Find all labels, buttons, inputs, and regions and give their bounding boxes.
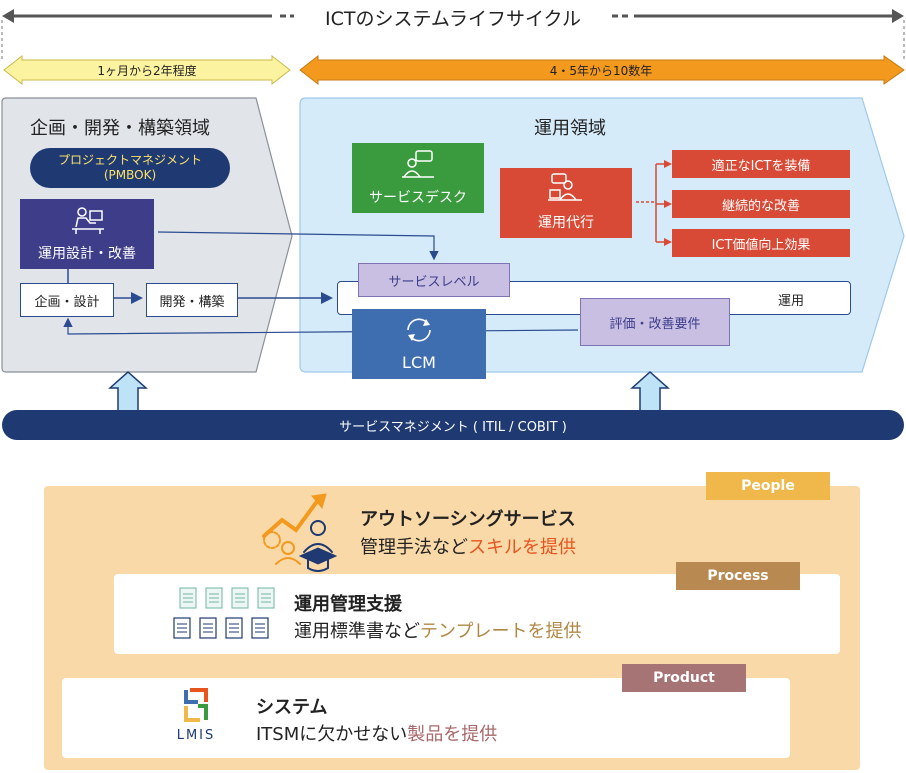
title-line-right — [612, 9, 904, 23]
process-desc-accent: テンプレートを提供 — [420, 621, 582, 642]
process-desc-plain: 運用標準書など — [294, 621, 420, 642]
lmis-logo-text: LMIS — [176, 728, 216, 743]
evaluation-box: 評価・改善要件 — [580, 298, 730, 346]
service-mgmt-label: サービスマネジメント ( ITIL / COBIT ) — [339, 419, 567, 435]
lcm-box: LCM — [352, 309, 486, 379]
up-arrow-right — [630, 370, 670, 413]
product-desc-plain: ITSMに欠かせない — [256, 724, 408, 745]
benefit-2: 継続的な改善 — [672, 190, 850, 218]
process-panel — [114, 574, 840, 654]
operations-title: 運用領域 — [534, 118, 606, 139]
process-tag: Process — [676, 562, 800, 590]
ops-design-box: 運用設計・改善 — [20, 199, 154, 269]
operation-label: 運用 — [778, 294, 805, 309]
page-title: ICTのシステムライフサイクル — [300, 4, 606, 30]
lmis-logo-mark — [184, 688, 208, 722]
template-documents-icon — [173, 587, 275, 639]
pm-line1: プロジェクトマネジメント — [57, 153, 202, 167]
people-desc: 管理手法などスキルを提供 — [360, 533, 576, 559]
people-desc-plain: 管理手法など — [360, 537, 468, 558]
long-term-label: 4・5年から10数年 — [549, 63, 653, 78]
ops-agency-label: 運用代行 — [538, 215, 594, 231]
process-desc: 運用標準書などテンプレートを提供 — [294, 617, 581, 643]
product-desc-accent: 製品を提供 — [407, 724, 498, 745]
plan-design-box: 企画・設計 — [20, 283, 114, 317]
product-tag: Product — [622, 664, 746, 692]
people-desc-accent: スキルを提供 — [468, 537, 576, 558]
cycle-icon — [407, 318, 431, 342]
project-management-badge: プロジェクトマネジメント (PMBOK) — [30, 148, 230, 188]
process-title: 運用管理支援 — [294, 594, 402, 615]
service-level-box: サービスレベル — [358, 263, 510, 297]
pm-line2: (PMBOK) — [103, 168, 157, 182]
benefit-arrowheads — [664, 160, 672, 246]
benefit-3: ICT価値向上効果 — [672, 229, 850, 257]
service-desk-box: サービスデスク — [352, 143, 484, 213]
headset-icon — [402, 150, 434, 178]
short-term-label: 1ヶ月から2年程度 — [97, 63, 197, 78]
benefit-1: 適正なICTを装備 — [672, 150, 850, 178]
title-line-left — [2, 9, 294, 23]
people-tag: People — [706, 472, 830, 500]
people-title: アウトソーシングサービス — [360, 509, 576, 530]
operator-icon — [548, 173, 582, 201]
people-skill-icon — [262, 493, 338, 572]
long-term-arrow — [299, 54, 905, 86]
product-desc: ITSMに欠かせない製品を提供 — [256, 720, 497, 746]
product-panel — [62, 678, 790, 758]
ops-design-label: 運用設計・改善 — [38, 246, 136, 262]
develop-box: 開発・構築 — [146, 283, 238, 317]
arrow-design-to-service-level — [157, 231, 439, 261]
lcm-label: LCM — [402, 353, 436, 372]
designer-icon — [72, 207, 104, 234]
service-mgmt-bar — [2, 410, 904, 440]
ops-agency-box: 運用代行 — [500, 168, 632, 238]
product-title: システム — [256, 697, 328, 718]
short-term-arrow — [3, 54, 291, 86]
planning-title: 企画・開発・構築領域 — [30, 118, 210, 139]
up-arrow-left — [108, 370, 148, 413]
service-desk-label: サービスデスク — [369, 190, 467, 206]
